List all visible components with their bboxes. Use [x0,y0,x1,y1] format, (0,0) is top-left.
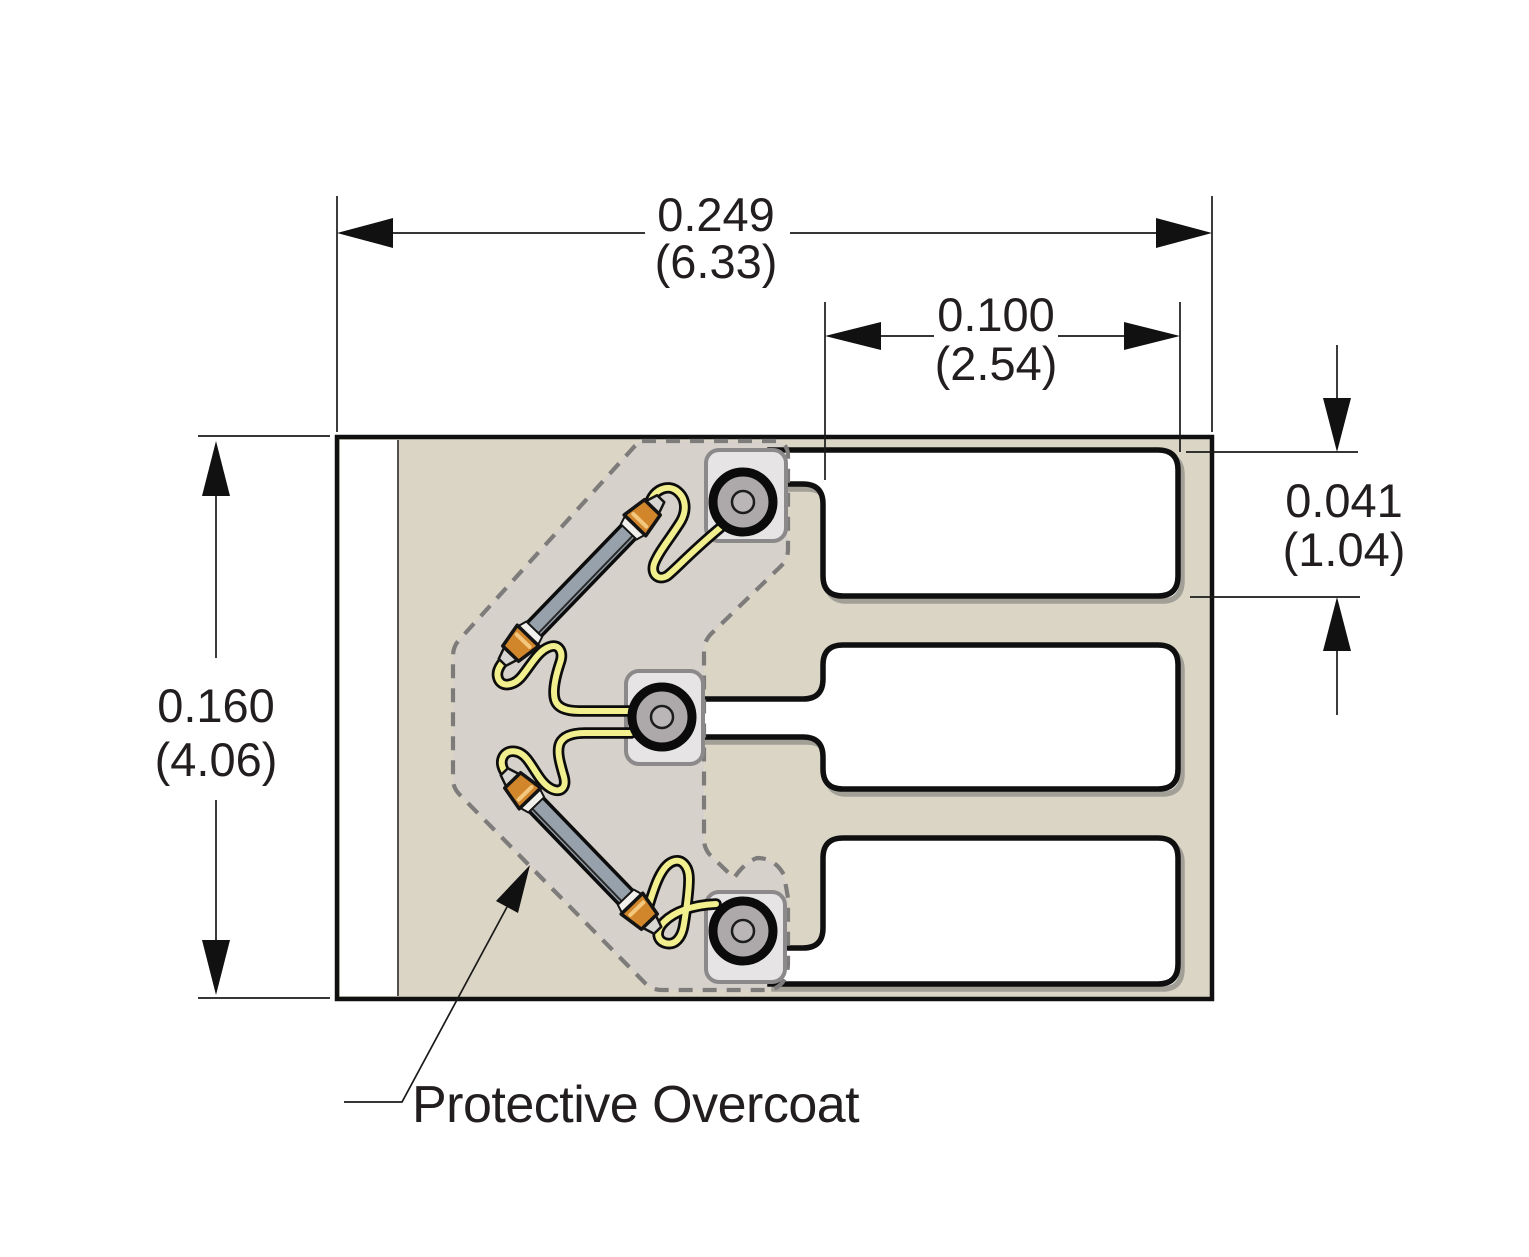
clamp-body [619,891,659,932]
arrow-left-icon [825,322,881,350]
gauge-clamp-top-right [619,494,666,541]
solder-dot-bottom-core [730,918,756,944]
arrow-down-icon [1323,398,1351,452]
arrow-down-icon [202,940,230,995]
arrow-left-icon [337,218,393,248]
clamp-gloss [514,632,532,649]
callout-label: Protective Overcoat [412,1076,860,1134]
clamp-body [501,623,541,664]
leader-arrowhead-icon [496,865,530,913]
dimension-value-inches: 0.160 [157,679,275,732]
gauge-bar-lower [519,787,643,915]
gauge-bar-upper-ridge [526,523,645,646]
arrow-right-icon [1124,322,1180,350]
solder-tab-top [767,447,1181,599]
clamp-gloss [631,512,649,529]
dimension-value-inches: 0.100 [937,288,1055,341]
dimension-value-metric: (4.06) [155,733,278,786]
dimension-tab-height: 0.041 (1.04) [1186,345,1405,715]
arrow-right-icon [1156,218,1212,248]
dimension-value-metric: (2.54) [935,337,1058,390]
protective-overcoat-callout: Protective Overcoat [344,865,861,1134]
gauge-clamp-bottom-right [616,888,663,935]
gauge-clamp-lower-left [499,767,546,814]
clamp-body [622,497,662,538]
wire-upper-middle [494,643,634,714]
gauge-clamp-upper-left [497,620,544,667]
wire-bottom [645,857,719,947]
dimension-tab-length: 0.100 (2.54) [824,288,1181,480]
gauge-bar-lower-group [499,767,663,935]
dimension-overall-height: 0.160 (4.06) [155,435,330,999]
protective-overcoat-dashed-outline [450,438,791,993]
gauge-bar-upper [517,514,646,647]
gauge-bar-upper-group [497,494,666,667]
clamp-body [503,770,543,811]
arrow-up-icon [202,441,230,496]
jumper-wires-group [491,482,726,950]
leader-line [344,906,508,1103]
dimension-value-metric: (1.04) [1283,523,1406,576]
dimension-overall-width: 0.249 (6.33) [336,188,1213,432]
clamp-gloss [516,785,534,802]
solder-tab-bottom [767,835,1181,987]
arrow-up-icon [1323,597,1351,651]
solder-dots-group [627,467,778,966]
gauge-bar-lower-ridge [520,796,634,914]
solder-dot-middle-core [649,704,675,730]
clamp-gloss [628,900,646,917]
solder-tabs-group [697,447,1185,992]
dimension-value-metric: (6.33) [655,235,778,288]
body-left-strip [340,440,397,996]
dimension-value-inches: 0.249 [657,188,775,241]
wire-top [647,484,723,581]
solder-tab-middle [697,642,1181,792]
wire-lower-middle [498,730,634,794]
dimension-value-inches: 0.041 [1285,474,1403,527]
solder-dot-top-core [730,489,756,515]
